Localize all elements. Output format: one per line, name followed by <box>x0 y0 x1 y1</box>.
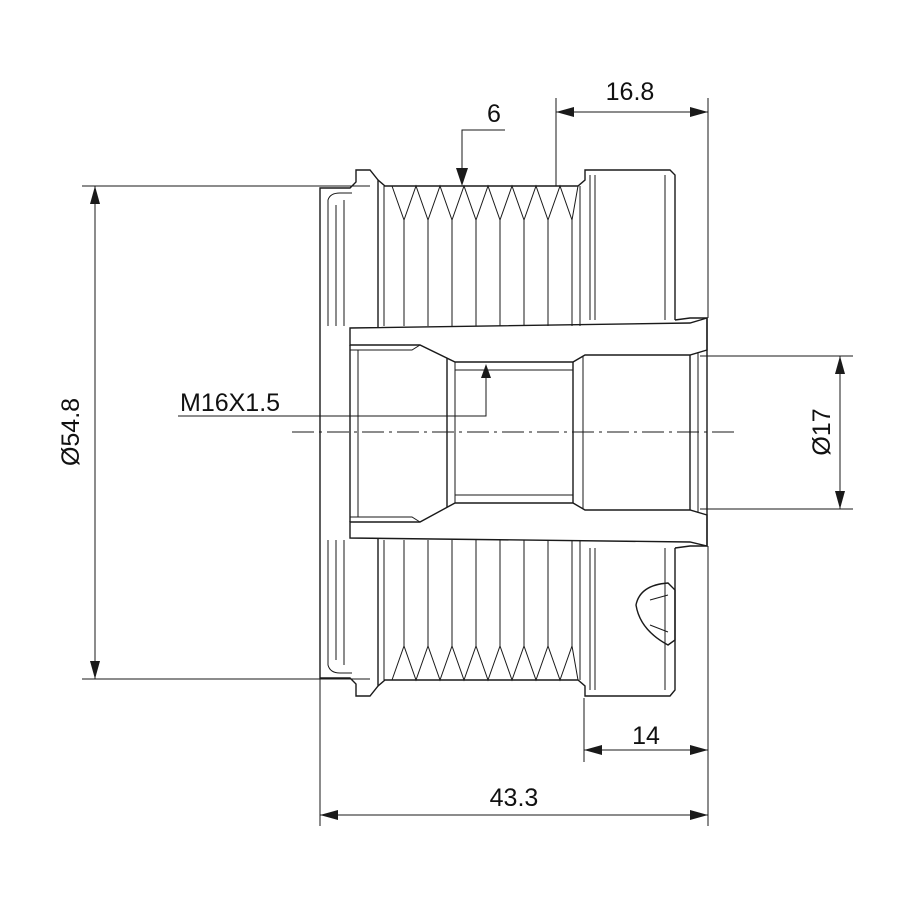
keyway-slot <box>635 582 676 646</box>
pulley-outline-upper <box>319 169 707 328</box>
label-bore-diameter: Ø17 <box>808 408 836 455</box>
label-shoulder-length: 14 <box>632 722 660 750</box>
dim-bore-diameter: Ø17 <box>700 355 853 510</box>
label-overall-diameter: Ø54.8 <box>57 398 85 466</box>
label-overall-length: 43.3 <box>490 784 539 812</box>
dim-overall-diameter: Ø54.8 <box>57 185 370 680</box>
label-hub-length: 16.8 <box>606 78 655 106</box>
dim-groove-count: 6 <box>456 100 505 186</box>
pulley-outline-lower <box>319 538 707 697</box>
label-thread: M16X1.5 <box>180 389 280 417</box>
v-grooves-lower <box>383 540 581 682</box>
dim-thread: M16X1.5 <box>178 364 491 417</box>
label-groove-count: 6 <box>487 100 501 128</box>
section-view <box>292 317 735 547</box>
v-grooves-upper <box>383 184 581 326</box>
dim-shoulder-length: 14 <box>583 546 709 826</box>
dim-hub-length: 16.8 <box>555 78 709 318</box>
dim-overall-length: 43.3 <box>319 679 708 826</box>
